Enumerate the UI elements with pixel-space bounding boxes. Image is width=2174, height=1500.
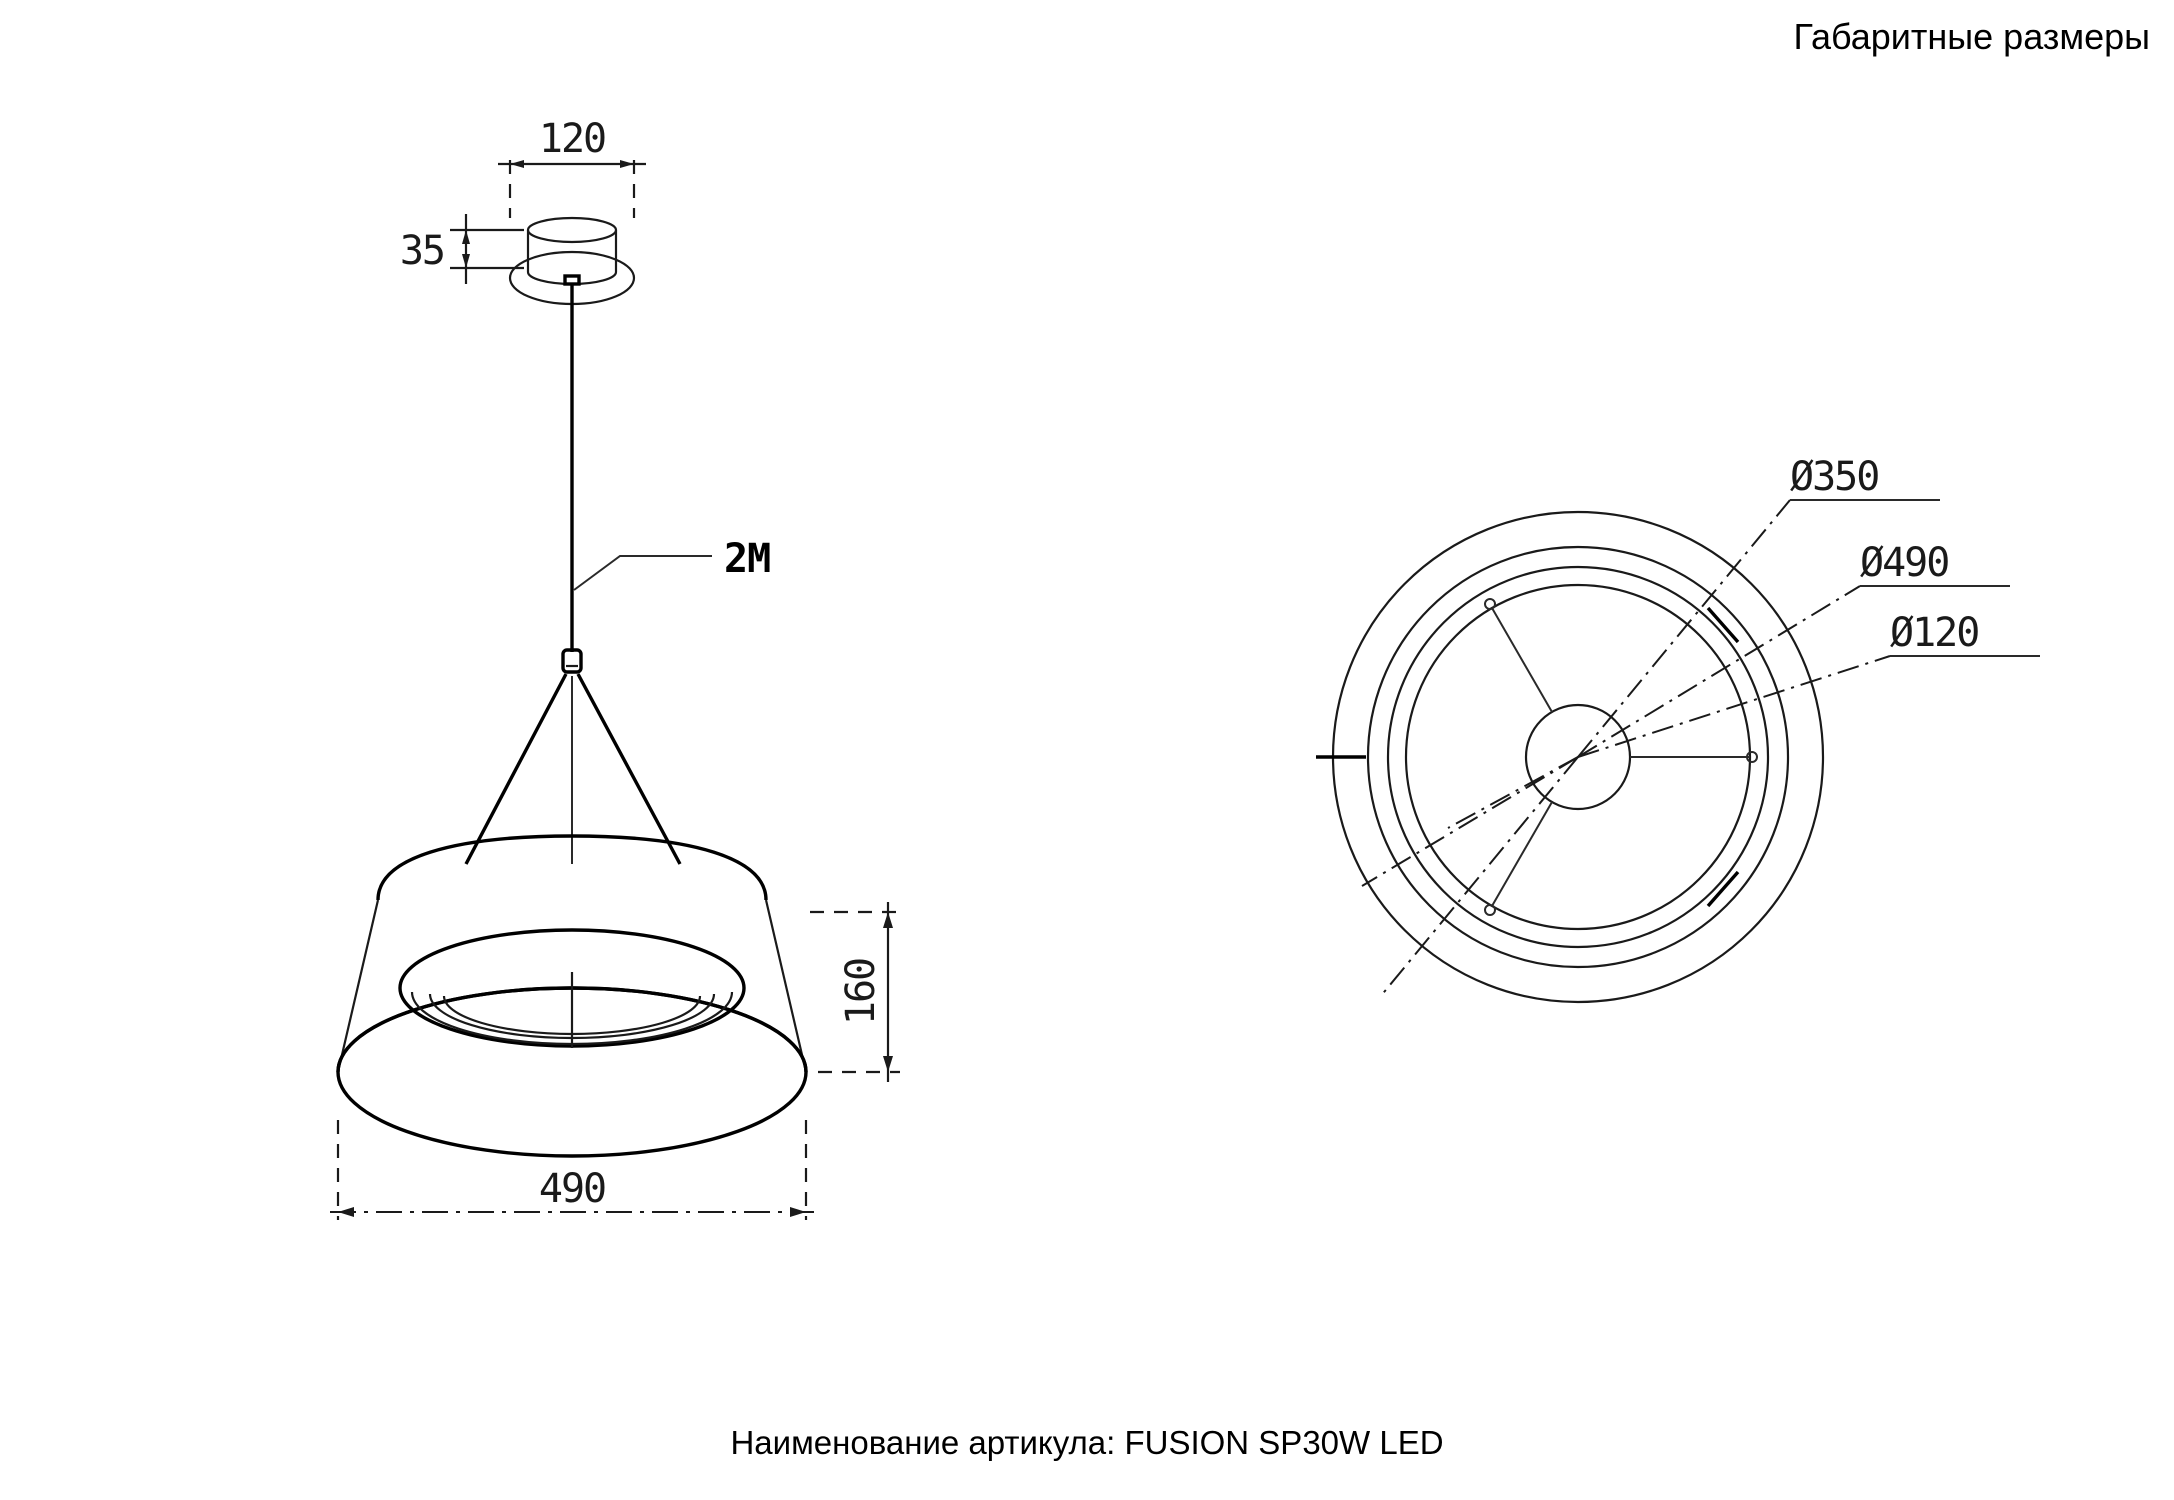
plan-tick-upper-right xyxy=(1706,606,1740,644)
callout-dia-120: Ø120 xyxy=(1890,610,2040,657)
front-elevation-view: 120 35 2M xyxy=(330,116,900,1220)
plan-spoke-upper-left xyxy=(1491,607,1553,713)
canopy-mid-ellipse xyxy=(526,271,618,286)
dia-350-label: Ø350 xyxy=(1790,454,1878,500)
cable-length-label: 2M xyxy=(724,536,770,582)
cable-length-leader xyxy=(573,555,712,591)
shade-right-wall xyxy=(764,899,808,1073)
plan-spoke-lower-left xyxy=(1491,801,1553,907)
dim-160-arrow-bot xyxy=(883,1056,893,1072)
dim-490-arrow-left xyxy=(338,1207,354,1217)
dim-canopy-width: 120 xyxy=(498,116,646,218)
plan-mount-dot-upper-left xyxy=(1484,598,1496,610)
dia-120-label: Ø120 xyxy=(1890,610,1978,656)
top-plan-view: Ø350 Ø490 Ø120 xyxy=(1316,454,2040,1004)
dim-shade-height-label: 160 xyxy=(838,959,884,1025)
cable-exit-nub xyxy=(563,274,581,286)
plan-ring-reflector-outer xyxy=(1386,565,1770,949)
shade-top-dome xyxy=(376,834,768,901)
plan-mount-dot-right xyxy=(1746,751,1758,763)
dim-shade-height: 160 xyxy=(810,902,900,1082)
leader-dia-350 xyxy=(1577,499,1791,758)
leader-dia-490 xyxy=(1577,585,1861,758)
dim-160-arrow-top xyxy=(883,912,893,928)
dia-490-label: Ø490 xyxy=(1860,540,1948,586)
dim-canopy-height: 35 xyxy=(400,214,524,284)
splay-wire-right xyxy=(576,673,682,865)
dim-490-arrow-right xyxy=(790,1207,806,1217)
plan-mount-dot-lower-left xyxy=(1484,904,1496,916)
dim-shade-width-label: 490 xyxy=(539,1166,605,1212)
leader-dia-120-opposite xyxy=(1447,756,1579,829)
callout-dia-490: Ø490 xyxy=(1860,540,2010,587)
plan-tick-lower-right xyxy=(1706,870,1740,908)
leader-dia-350-opposite xyxy=(1379,756,1579,998)
plan-ring-shade-inner xyxy=(1366,545,1790,969)
dim-120-arrow-right xyxy=(620,160,634,168)
shade-left-wall xyxy=(336,899,380,1073)
dim-35-arrow-top xyxy=(462,230,470,244)
dim-canopy-height-label: 35 xyxy=(400,228,444,274)
splay-wire-left xyxy=(464,673,568,865)
inner-reflector xyxy=(398,928,746,1048)
leader-dia-490-opposite xyxy=(1361,756,1579,887)
article-name-caption: Наименование артикула: FUSION SP30W LED xyxy=(730,1424,1444,1461)
dim-35-arrow-bot xyxy=(462,254,470,268)
page-title: Габаритные размеры xyxy=(1793,16,2150,57)
cable-connector-block xyxy=(561,648,583,674)
callout-dia-350: Ø350 xyxy=(1790,454,1940,501)
dim-120-arrow-left xyxy=(510,160,524,168)
dim-canopy-width-label: 120 xyxy=(539,116,605,162)
leader-dia-120 xyxy=(1577,655,1891,758)
connector-body xyxy=(561,648,583,674)
reflector-outer-upper xyxy=(398,928,746,989)
cable-length-callout: 2M xyxy=(573,536,771,591)
dim-shade-width: 490 xyxy=(330,1120,814,1220)
canopy-top-ellipse xyxy=(526,216,618,244)
